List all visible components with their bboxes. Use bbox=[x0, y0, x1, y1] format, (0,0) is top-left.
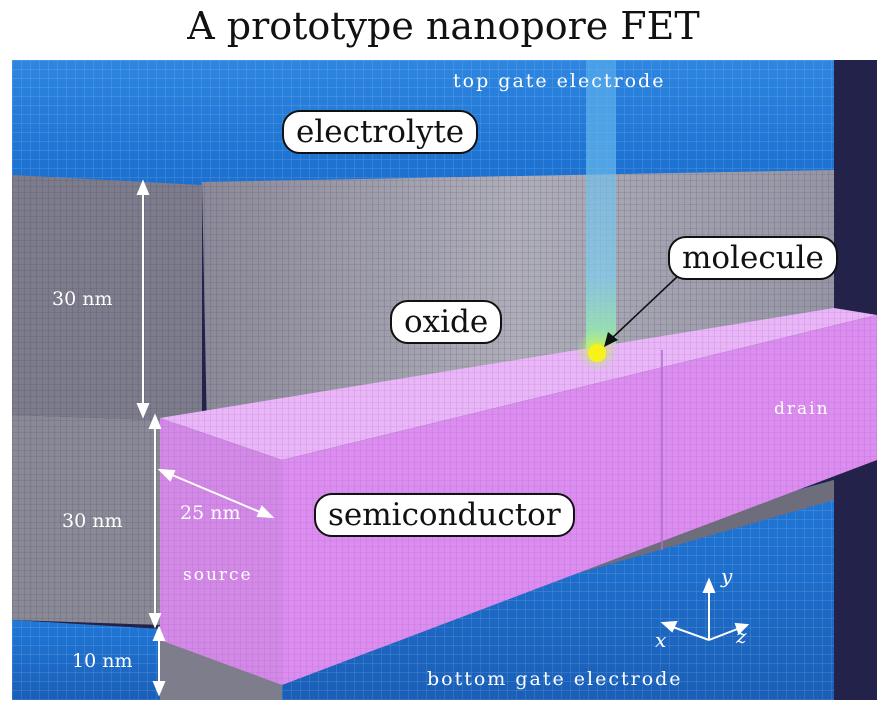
label-top-gate-electrode: top gate electrode bbox=[453, 70, 666, 92]
label-molecule: molecule bbox=[668, 236, 838, 280]
axis-triad bbox=[660, 577, 750, 641]
axis-label-z: z bbox=[735, 624, 747, 648]
device-rendering: y x z top gate electrode bottom gate ele… bbox=[12, 60, 877, 700]
axis-label-x: x bbox=[655, 628, 666, 652]
dimension-semiconductor-thickness: 30 nm bbox=[62, 510, 123, 532]
figure-title: A prototype nanopore FET bbox=[187, 4, 700, 48]
label-drain: drain bbox=[774, 399, 830, 419]
dimension-arrows bbox=[136, 179, 275, 697]
molecule-arrow bbox=[609, 274, 680, 341]
dimension-oxide-thickness: 30 nm bbox=[52, 288, 113, 310]
dimension-bottom-oxide-thickness: 10 nm bbox=[72, 650, 133, 672]
label-bottom-gate-electrode: bottom gate electrode bbox=[427, 668, 683, 690]
label-semiconductor: semiconductor bbox=[314, 493, 575, 537]
nanopore bbox=[586, 60, 616, 350]
axis-label-y: y bbox=[720, 564, 733, 588]
dimension-semiconductor-width: 25 nm bbox=[180, 502, 241, 524]
device-mesh-illustration: y x z bbox=[12, 60, 877, 700]
label-electrolyte: electrolyte bbox=[282, 110, 479, 154]
label-oxide: oxide bbox=[390, 300, 503, 344]
molecule-dot bbox=[588, 344, 606, 362]
label-source: source bbox=[183, 565, 253, 585]
